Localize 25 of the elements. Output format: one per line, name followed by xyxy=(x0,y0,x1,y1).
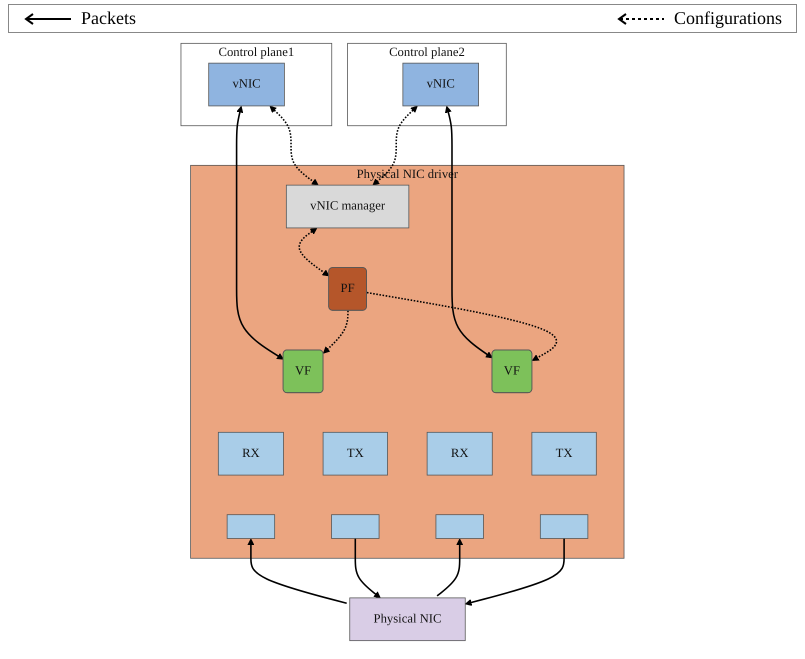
node-box: RX xyxy=(426,432,493,476)
arrow xyxy=(247,538,347,604)
legend-text: Configurations xyxy=(674,8,782,29)
node-box: TX xyxy=(531,432,597,476)
arrow xyxy=(354,538,381,598)
node-box: vNIC xyxy=(402,62,479,106)
arrow xyxy=(236,106,284,360)
node-box xyxy=(540,514,588,539)
arrow xyxy=(464,538,565,606)
arrow xyxy=(366,292,558,361)
node-box: RX xyxy=(218,432,284,476)
node-box: TX xyxy=(322,432,388,476)
node-box: Physical NIC xyxy=(349,598,466,642)
node-box xyxy=(436,514,484,539)
node-box: vNIC xyxy=(208,62,285,106)
node-box: vNIC manager xyxy=(286,184,410,228)
arrow xyxy=(444,106,493,358)
arrow xyxy=(298,228,330,276)
node-box xyxy=(226,514,276,539)
arrow xyxy=(436,538,464,597)
arrow xyxy=(372,106,418,186)
node-box xyxy=(331,514,380,539)
arrow xyxy=(323,310,349,354)
legend-text: Packets xyxy=(81,8,136,29)
arrow xyxy=(270,106,319,186)
